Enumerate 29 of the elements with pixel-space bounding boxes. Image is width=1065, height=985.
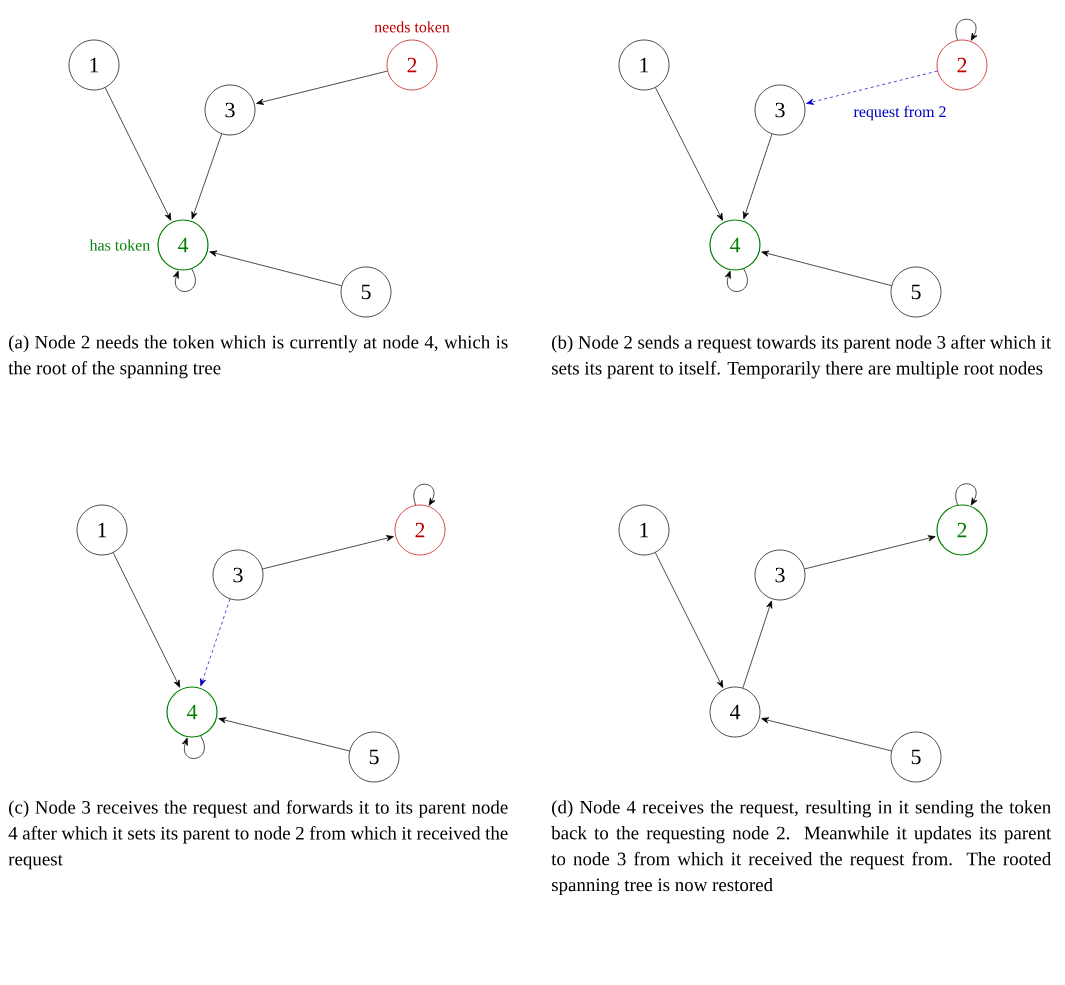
arrow bbox=[209, 250, 342, 287]
arrow bbox=[200, 598, 231, 687]
arrow bbox=[742, 600, 773, 689]
self-loop-arrow bbox=[955, 18, 978, 41]
self-loop-arrow bbox=[413, 483, 436, 506]
subfigure-caption: (a) Node 2 needs the token which is currently at node 4, which is the root of the spanning tree bbox=[8, 335, 508, 379]
arrow bbox=[256, 70, 388, 105]
self-loop-arrow bbox=[724, 268, 748, 292]
edge-label: request from 2 bbox=[852, 104, 948, 122]
subfigure-caption: (c) Node 3 receives the request and forwards it to its parent node 4 after which it sets its parent to node 2 from which it received the request bbox=[8, 800, 508, 870]
arrow bbox=[218, 717, 350, 752]
arrow bbox=[191, 133, 222, 220]
arrow bbox=[806, 70, 938, 105]
self-loop-arrow bbox=[181, 735, 205, 759]
arrow bbox=[743, 133, 773, 220]
state-label: needs token bbox=[374, 21, 450, 33]
arrow bbox=[262, 535, 394, 570]
subfigure-caption: (d) Node 4 receives the request, resulting in it sending the token back to the requesting node 2. Meanwhile it updates its parent to node 3 from which it received the request from. The rooted spanning tree is now restored bbox=[551, 800, 1052, 896]
arrow bbox=[104, 87, 172, 221]
state-label: has token bbox=[89, 239, 150, 251]
arrow bbox=[761, 717, 892, 752]
arrow bbox=[761, 250, 892, 286]
arrow bbox=[112, 552, 181, 688]
subfigure-caption: (b) Node 2 sends a request towards its parent node 3 after which it sets its parent to itself. Temporarily there are multiple root nodes bbox=[552, 335, 1052, 379]
arrow bbox=[804, 535, 936, 570]
self-loop-arrow bbox=[172, 268, 196, 292]
arrow bbox=[655, 87, 723, 221]
self-loop-arrow bbox=[955, 483, 978, 506]
arrow bbox=[655, 552, 724, 688]
